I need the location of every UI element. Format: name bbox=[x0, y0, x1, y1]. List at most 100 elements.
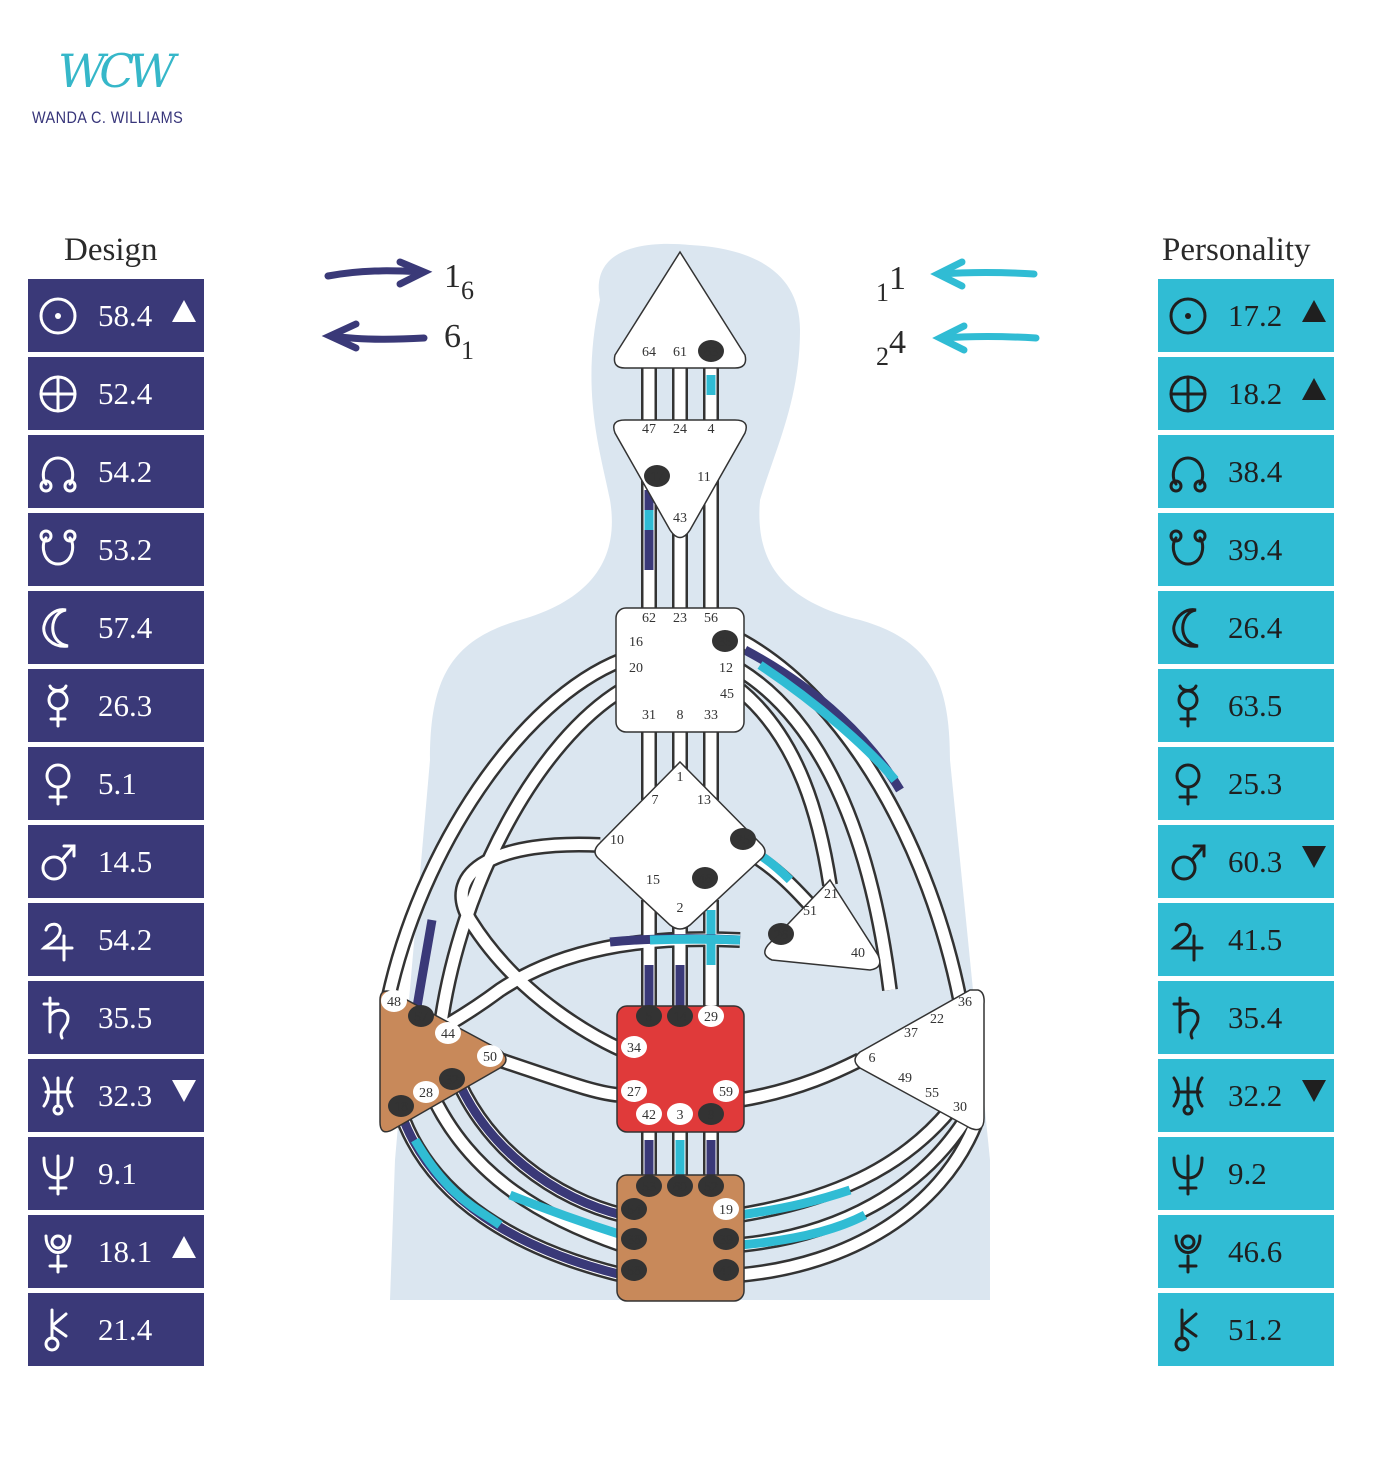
gate-4: 4 bbox=[708, 422, 715, 437]
gate-52-label: 52 bbox=[704, 1180, 718, 1195]
gate-17-label: 17 bbox=[650, 470, 664, 485]
arrow-up-icon bbox=[170, 1233, 198, 1261]
design-variable-top: 16 bbox=[444, 258, 474, 305]
gate-39-label: 39 bbox=[719, 1233, 733, 1248]
arrow-up-icon bbox=[1300, 297, 1328, 325]
gate-1: 1 bbox=[677, 770, 684, 785]
gate-9-label: 9 bbox=[708, 1108, 715, 1123]
gate-12: 12 bbox=[719, 661, 733, 676]
design-mercury-value: 26.3 bbox=[98, 687, 153, 723]
gate-32: 32 bbox=[439, 1068, 465, 1090]
personality-row-mercury: 63.5 bbox=[1158, 669, 1334, 742]
design-moon-value: 57.4 bbox=[98, 609, 153, 645]
gate-20-label: 20 bbox=[629, 661, 643, 676]
g-center bbox=[594, 760, 766, 930]
gate-53: 53 bbox=[636, 1175, 662, 1197]
gate-6-label: 6 bbox=[869, 1051, 876, 1066]
personality-row-uranus: 32.2 bbox=[1158, 1059, 1334, 1132]
neptune-icon bbox=[28, 1137, 84, 1210]
gate-52: 52 bbox=[698, 1175, 724, 1197]
gate-45: 45 bbox=[720, 687, 734, 702]
brand-logo: WCW bbox=[58, 44, 176, 98]
uranus-icon bbox=[1158, 1059, 1214, 1132]
gate-47: 47 bbox=[642, 422, 656, 437]
north-node-icon bbox=[1158, 435, 1214, 508]
gate-2-label: 2 bbox=[677, 901, 684, 916]
gate-61-label: 61 bbox=[673, 345, 687, 360]
throat-center bbox=[615, 607, 745, 733]
design-chiron-value: 21.4 bbox=[98, 1311, 153, 1347]
gate-24: 24 bbox=[673, 422, 687, 437]
personality-pluto-value: 46.6 bbox=[1228, 1233, 1283, 1269]
gate-43-label: 43 bbox=[673, 511, 687, 526]
design-row-north-node: 54.2 bbox=[28, 435, 204, 508]
design-row-neptune: 9.1 bbox=[28, 1137, 204, 1210]
root-center bbox=[616, 1174, 745, 1302]
gate-31-label: 31 bbox=[642, 708, 656, 723]
ego-center bbox=[764, 878, 881, 971]
gate-47-label: 47 bbox=[642, 422, 656, 437]
gate-4-label: 4 bbox=[708, 422, 715, 437]
gate-19: 19 bbox=[713, 1198, 739, 1220]
gate-16: 16 bbox=[629, 635, 643, 650]
gate-9: 9 bbox=[698, 1103, 724, 1125]
gate-13-label: 13 bbox=[697, 793, 711, 808]
personality-moon-value: 26.4 bbox=[1228, 609, 1283, 645]
gate-58: 58 bbox=[621, 1259, 647, 1281]
spleen-center bbox=[379, 990, 507, 1133]
gate-11-label: 11 bbox=[697, 470, 710, 485]
gate-7: 7 bbox=[652, 793, 659, 808]
personality-sun-value: 17.2 bbox=[1228, 297, 1283, 333]
personality-jupiter-value: 41.5 bbox=[1228, 921, 1283, 957]
gate-27-label: 27 bbox=[627, 1085, 641, 1100]
gate-26: 26 bbox=[768, 923, 794, 945]
gate-7-label: 7 bbox=[652, 793, 659, 808]
design-arrow-right-icon bbox=[324, 258, 433, 288]
arrow-up-icon bbox=[170, 297, 198, 325]
uranus-icon bbox=[28, 1059, 84, 1132]
gate-61: 61 bbox=[673, 345, 687, 360]
gate-42-label: 42 bbox=[642, 1108, 656, 1123]
personality-north-node-value: 38.4 bbox=[1228, 453, 1283, 489]
gate-49-label: 49 bbox=[898, 1071, 912, 1086]
design-row-south-node: 53.2 bbox=[28, 513, 204, 586]
design-row-sun: 58.4 bbox=[28, 279, 204, 352]
earth-icon bbox=[1158, 357, 1214, 430]
gate-49: 49 bbox=[898, 1071, 912, 1086]
gate-22-label: 22 bbox=[930, 1012, 944, 1027]
gate-55-label: 55 bbox=[925, 1086, 939, 1101]
gate-44: 44 bbox=[435, 1022, 461, 1044]
gate-43: 43 bbox=[673, 511, 687, 526]
mars-icon bbox=[28, 825, 84, 898]
gate-14: 14 bbox=[667, 1005, 693, 1027]
gate-5-label: 5 bbox=[646, 1010, 653, 1025]
arrow-up-icon bbox=[1300, 375, 1328, 403]
pluto-icon bbox=[1158, 1215, 1214, 1288]
gate-30: 30 bbox=[953, 1100, 967, 1115]
gate-22: 22 bbox=[930, 1012, 944, 1027]
gate-60-label: 60 bbox=[673, 1180, 687, 1195]
north-node-icon bbox=[28, 435, 84, 508]
design-south-node-value: 53.2 bbox=[98, 531, 153, 567]
design-row-uranus: 32.3 bbox=[28, 1059, 204, 1132]
gate-38: 38 bbox=[621, 1228, 647, 1250]
personality-variable-bottom: 24 bbox=[876, 324, 906, 371]
gate-34-label: 34 bbox=[627, 1041, 641, 1056]
venus-icon bbox=[1158, 747, 1214, 820]
gate-37: 37 bbox=[904, 1026, 918, 1041]
gate-2: 2 bbox=[677, 901, 684, 916]
mars-icon bbox=[1158, 825, 1214, 898]
gate-28-label: 28 bbox=[419, 1086, 433, 1101]
gate-50-label: 50 bbox=[483, 1050, 497, 1065]
gate-59-label: 59 bbox=[719, 1085, 733, 1100]
gate-29: 29 bbox=[698, 1005, 724, 1027]
arrow-down-icon bbox=[1300, 843, 1328, 871]
arrow-down-icon bbox=[1300, 1077, 1328, 1105]
design-row-jupiter: 54.2 bbox=[28, 903, 204, 976]
personality-row-jupiter: 41.5 bbox=[1158, 903, 1334, 976]
gate-31: 31 bbox=[642, 708, 656, 723]
pluto-icon bbox=[28, 1215, 84, 1288]
design-neptune-value: 9.1 bbox=[98, 1155, 137, 1191]
